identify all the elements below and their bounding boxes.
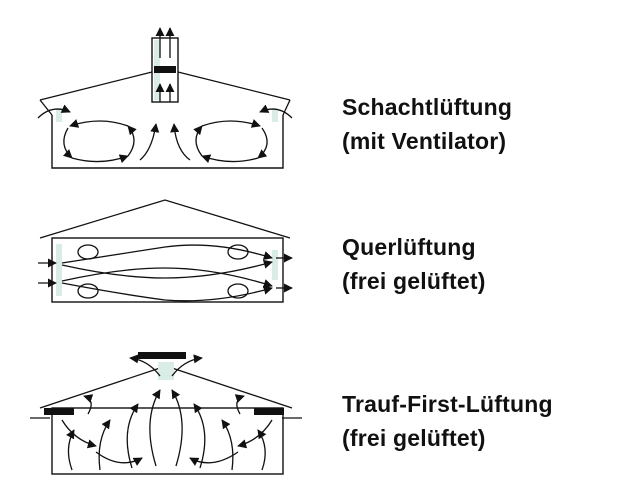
label-line-2: (mit Ventilator) xyxy=(342,128,507,154)
eave-ridge-ventilation-diagram xyxy=(30,352,302,475)
through-flow-upper xyxy=(61,244,273,264)
roof-3 xyxy=(39,367,161,409)
shaft xyxy=(151,37,179,103)
ridge-outflow-arrow xyxy=(129,354,161,377)
eave-cap-left-icon xyxy=(44,408,74,415)
ridge-outflow-arrow xyxy=(171,354,203,377)
eave-cap-right-icon xyxy=(254,408,284,415)
roof-3-right xyxy=(171,367,293,409)
airflow-loop-left xyxy=(62,119,137,164)
ridge-cap-icon xyxy=(138,352,186,359)
inlet-arrow-left xyxy=(37,104,71,119)
building-2 xyxy=(51,237,284,303)
label-line-2: (frei gelüftet) xyxy=(342,425,486,451)
label-line-1: Trauf-First-Lüftung xyxy=(342,391,553,417)
roof-1-right xyxy=(177,71,291,101)
cross-ventilation-diagram xyxy=(38,199,293,303)
label-line-2: (frei gelüftet) xyxy=(342,268,486,294)
label-cross-ventilation: Querlüftung (frei gelüftet) xyxy=(342,230,486,298)
eddy xyxy=(77,283,99,299)
label-shaft-ventilation: Schachtlüftung (mit Ventilator) xyxy=(342,90,512,158)
roof-1 xyxy=(39,71,153,101)
airflow-rising xyxy=(66,389,267,471)
airflow-loop-right xyxy=(193,119,268,164)
shaft-ventilation-diagram xyxy=(37,27,293,169)
eddy xyxy=(77,244,99,260)
label-eave-ridge-ventilation: Trauf-First-Lüftung (frei gelüftet) xyxy=(342,387,553,455)
building-1 xyxy=(51,115,284,169)
label-line-1: Schachtlüftung xyxy=(342,94,513,120)
eddy xyxy=(227,283,249,299)
label-line-1: Querlüftung xyxy=(342,234,476,260)
building-3 xyxy=(51,407,284,475)
through-flow-lower xyxy=(61,282,273,302)
inlet-arrow-right xyxy=(259,104,293,119)
fan-icon xyxy=(154,66,176,73)
roof-2 xyxy=(39,199,291,239)
eddy xyxy=(227,244,249,260)
